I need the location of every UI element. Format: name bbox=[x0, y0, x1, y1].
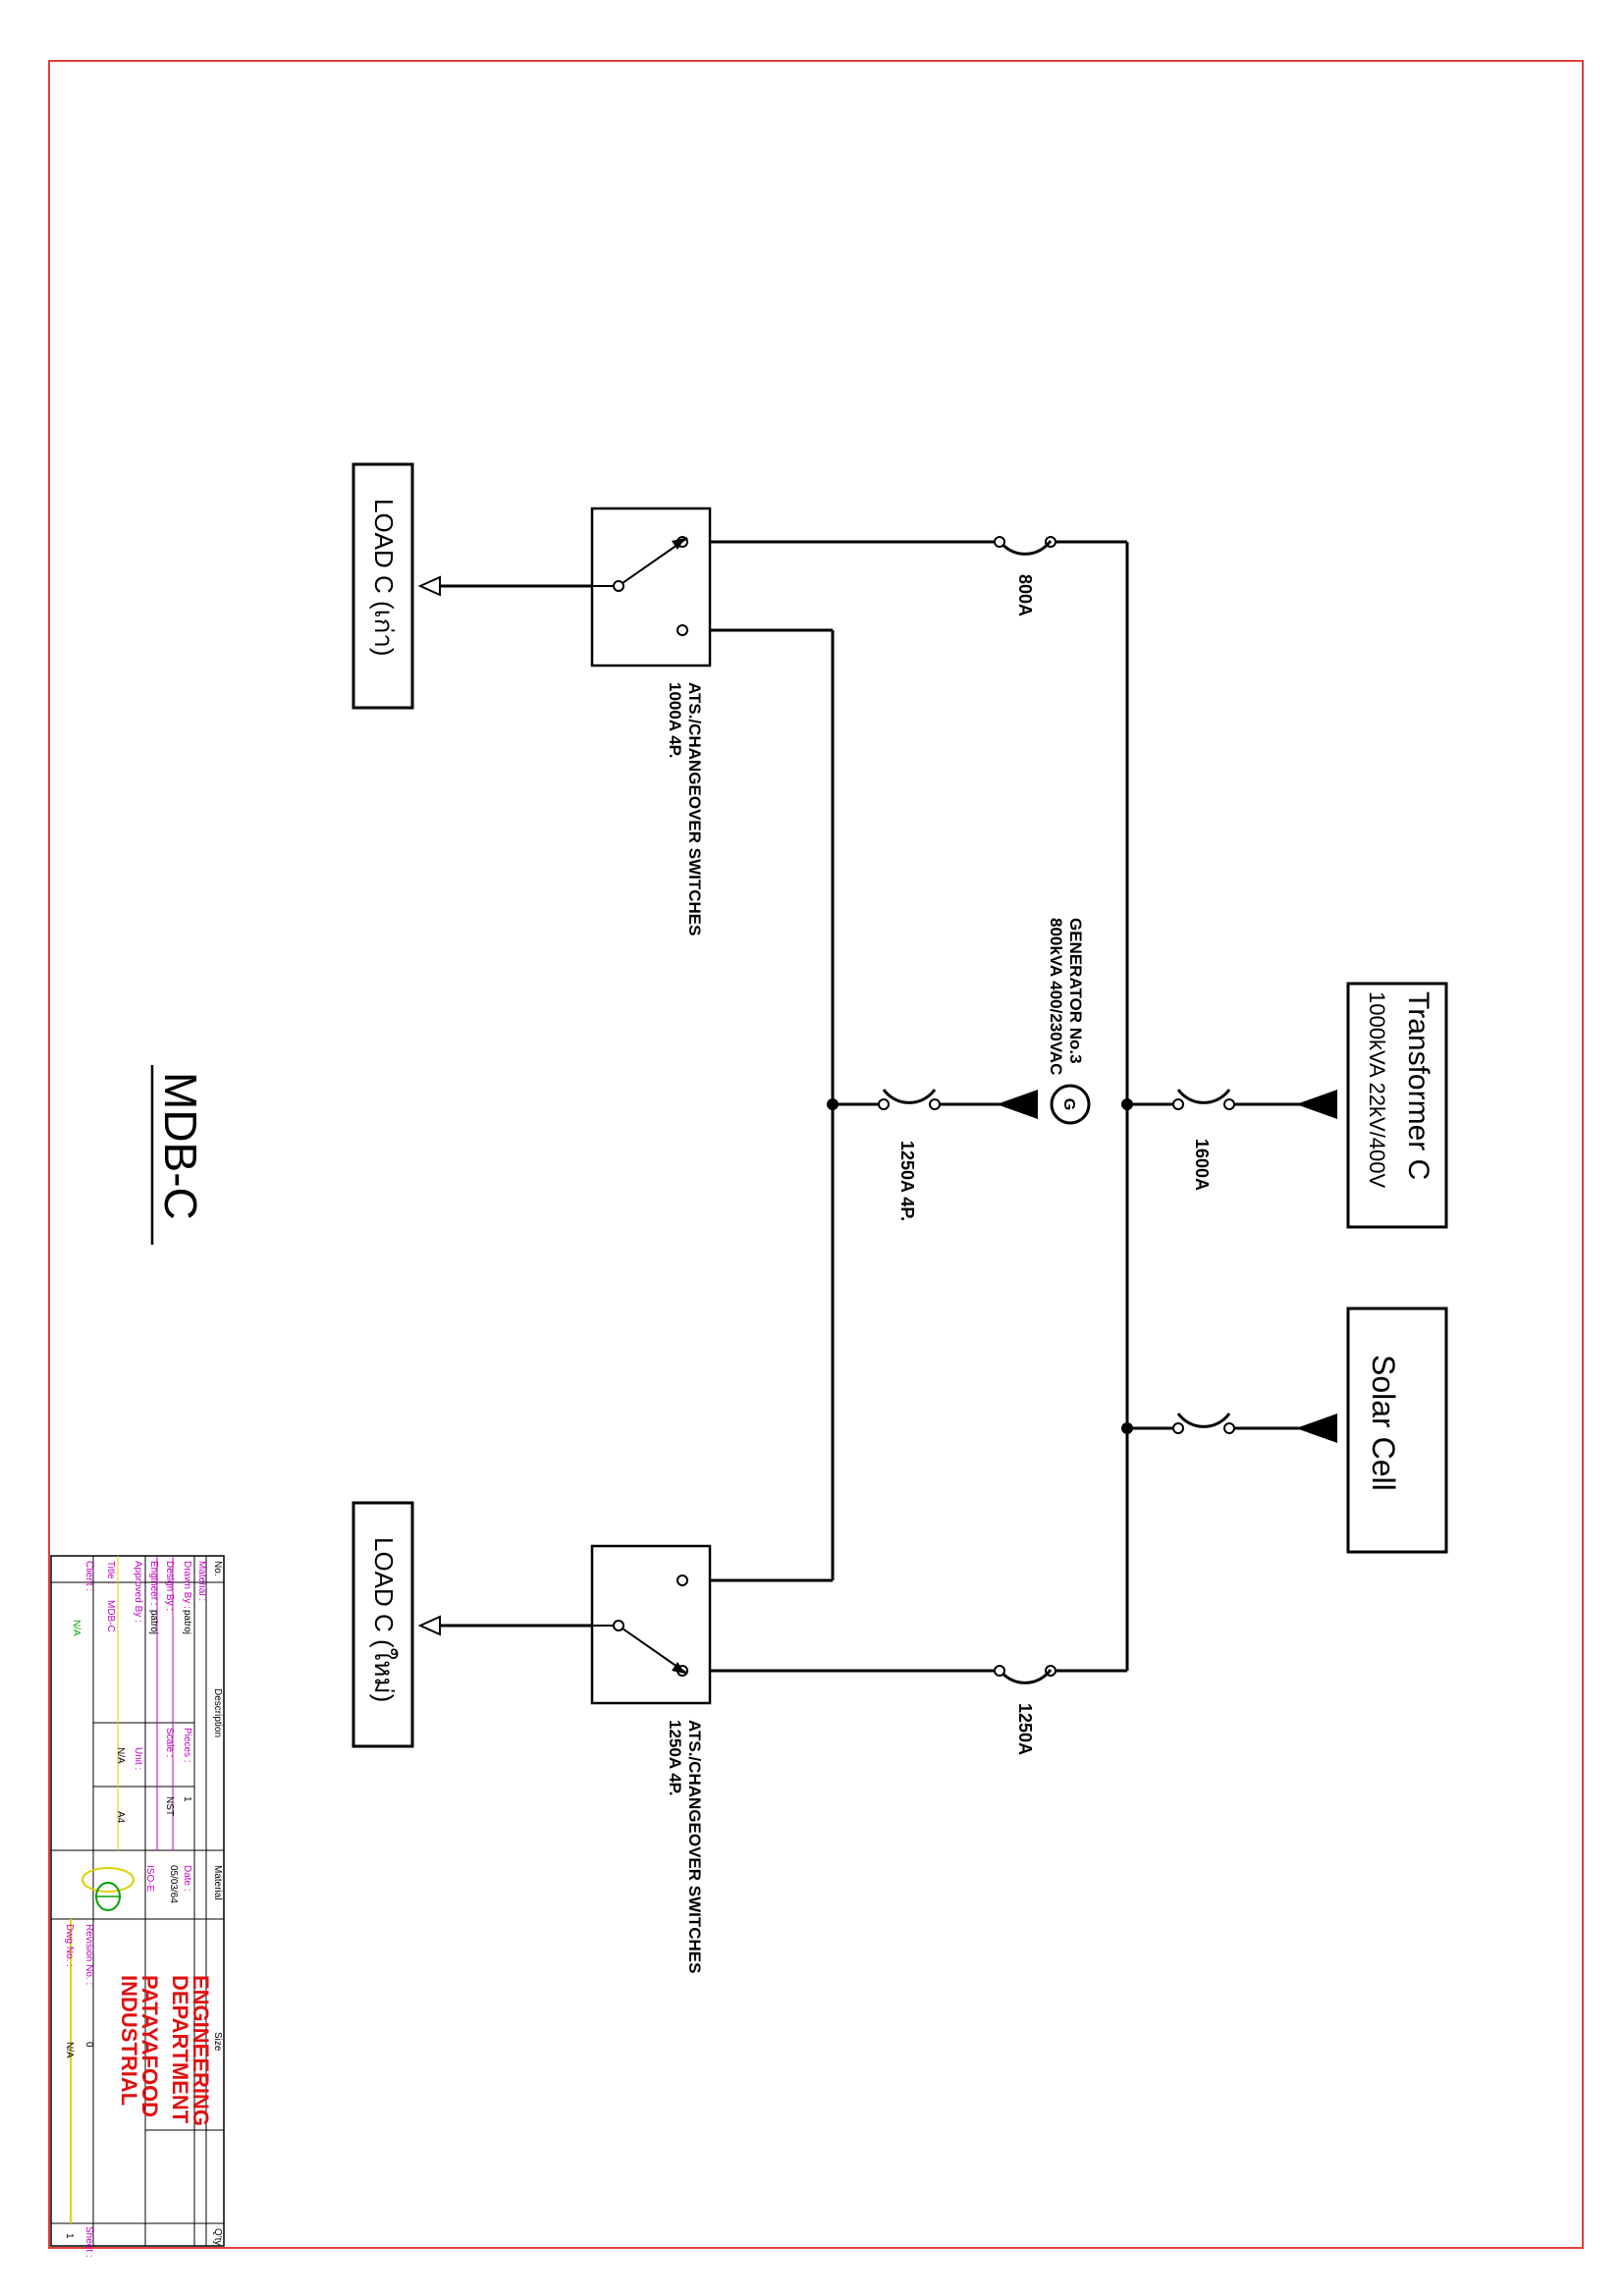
breaker-1250a-label: 1250A bbox=[1015, 1703, 1035, 1755]
tb-revision-value: 0 bbox=[83, 2042, 94, 2048]
breaker-800a-label: 800A bbox=[1015, 574, 1035, 616]
transformer-rating: 1000kVA 22kV/400V bbox=[1365, 991, 1389, 1189]
feeder-1250a bbox=[709, 1665, 1127, 1684]
solar-feeder bbox=[1127, 1413, 1337, 1443]
tb-sheet: Sheet : bbox=[83, 2226, 94, 2258]
tb-paper: A4 bbox=[115, 1811, 126, 1824]
tb-drawn-by-value: patroj bbox=[182, 1610, 192, 1634]
company-logo bbox=[81, 1867, 135, 1893]
tb-pieces: Pieces : bbox=[182, 1728, 192, 1763]
generator-rating: 800kVA 400/230VAC bbox=[1047, 918, 1065, 1075]
tb-drawn-by: Drawn By : bbox=[182, 1561, 192, 1609]
transformer-feeder bbox=[1127, 1089, 1337, 1119]
ats-new bbox=[590, 1544, 712, 1705]
tb-scale: Scale : bbox=[164, 1728, 175, 1758]
tb-revision: Revision No. : bbox=[83, 1924, 94, 1985]
tb-no: No. bbox=[212, 1561, 223, 1576]
generator-breaker-label: 1250A 4P. bbox=[897, 1141, 917, 1221]
ats-old-output-arrow bbox=[417, 575, 441, 597]
ats-new-rating: 1250A 4P. bbox=[666, 1720, 684, 1796]
transformer-name: Transformer C bbox=[1402, 991, 1435, 1180]
tb-unit: Unit : bbox=[133, 1747, 143, 1770]
tb-title-value: MDB-C bbox=[105, 1600, 116, 1632]
feeder-800a bbox=[709, 536, 1127, 556]
solar-name: Solar Cell bbox=[1366, 1355, 1401, 1491]
tb-qty: Q'ty bbox=[212, 2228, 223, 2245]
tb-engineer-value: patroj bbox=[148, 1610, 159, 1634]
ats-old-rating: 1000A 4P. bbox=[666, 682, 684, 759]
tb-engineer: Engineer : bbox=[148, 1561, 159, 1606]
tb-size: Size bbox=[212, 2032, 223, 2052]
tb-company-line-2: DEPARTMENT bbox=[168, 1975, 192, 2124]
load-old-box bbox=[352, 462, 414, 710]
tb-material-label: Material : bbox=[196, 1561, 207, 1601]
ats-old bbox=[590, 507, 712, 667]
tb-approved-by: Approved By : bbox=[133, 1561, 143, 1623]
ats-old-label: ATS./CHANGEOVER SWITCHES bbox=[685, 682, 704, 935]
drawing-title: MDB-C bbox=[155, 1072, 206, 1220]
tb-dwg-no-value: N/A bbox=[64, 2042, 75, 2058]
tb-material: Material bbox=[212, 1865, 223, 1900]
tb-scale-value: NST bbox=[164, 1796, 175, 1816]
tb-unit-value: N/A bbox=[115, 1747, 126, 1764]
load-old-label: LOAD C (เก่า) bbox=[369, 499, 399, 657]
tb-title-label: Title : bbox=[105, 1561, 116, 1584]
tb-client: Client : bbox=[83, 1561, 94, 1591]
generator-feeder bbox=[833, 1089, 1038, 1119]
load-new-label: LOAD C (ใหม่) bbox=[369, 1537, 399, 1702]
title-block bbox=[50, 1555, 225, 2247]
tb-client-value: N/A bbox=[71, 1620, 81, 1636]
generator-name: GENERATOR No.3 bbox=[1066, 918, 1085, 1064]
tb-dept-code: ISO-E bbox=[144, 1865, 155, 1893]
generator-symbol-label: G bbox=[1060, 1098, 1077, 1110]
tb-date-value: 05/03/64 bbox=[168, 1865, 179, 1903]
transformer-breaker-label: 1600A bbox=[1192, 1139, 1212, 1191]
tb-pieces-value: 1 bbox=[182, 1796, 192, 1802]
tb-design-by: Design By : bbox=[164, 1561, 175, 1611]
tb-company-line-4: INDUSTRIAL bbox=[117, 1975, 141, 2106]
ats-new-label: ATS./CHANGEOVER SWITCHES bbox=[685, 1720, 704, 1973]
generator-symbol bbox=[1050, 1084, 1091, 1125]
ats-new-output-arrow bbox=[417, 1615, 441, 1636]
tb-dwg-no: Dwg No. : bbox=[64, 1924, 75, 1967]
transformer-box bbox=[1346, 982, 1448, 1229]
tb-date: Date : bbox=[182, 1865, 192, 1892]
drawing-frame bbox=[48, 60, 1584, 2249]
tb-company-line-1: ENGINEERING bbox=[189, 1975, 213, 2126]
solar-box bbox=[1346, 1307, 1448, 1554]
tb-sheet-value: 1 bbox=[64, 2233, 75, 2239]
load-new-box bbox=[352, 1501, 414, 1748]
tb-company-line-3: PATAYAFOOD bbox=[137, 1975, 162, 2117]
tb-description: Description bbox=[212, 1688, 223, 1737]
